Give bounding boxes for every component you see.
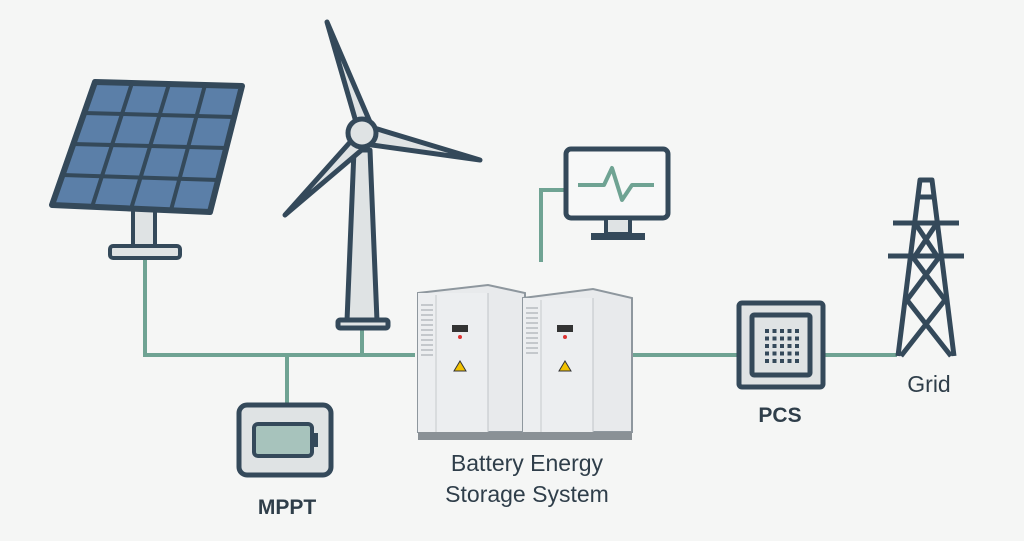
pcs-dot [765,329,769,333]
pcs-dot [787,336,792,341]
pcs-dot [765,344,769,348]
grid-label: Grid [907,371,950,397]
pcs-device-icon [736,300,826,390]
mppt-label: MPPT [258,496,317,519]
transmission-tower-icon [888,177,964,358]
wind-turbine-icon [282,19,483,331]
pcs-dot [772,351,777,356]
mppt-device-icon [236,402,334,478]
pcs-dot [772,344,777,348]
pcs-dot [780,329,784,333]
pcs-dot [765,351,769,356]
pcs-dot [787,329,792,333]
pcs-label: PCS [758,404,801,427]
pcs-dot [795,359,799,363]
pcs-dot [765,336,769,341]
pcs-dot [795,344,799,348]
pcs-dot [772,359,777,363]
pcs-dot [780,344,784,348]
pcs-dot [772,329,777,333]
pcs-dot [780,351,784,356]
pcs-dot [795,336,799,341]
pcs-dot [787,359,792,363]
pcs-dot [765,359,769,363]
pcs-dot [795,351,799,356]
bess-label-line1: Battery Energy [451,450,604,476]
pcs-dot [787,344,792,348]
pcs-dot [795,329,799,333]
pcs-dot [780,336,784,341]
pcs-dot [772,336,777,341]
battery-cabinet-1 [417,283,526,440]
connection-lines [143,188,897,405]
bess-label-line2: Storage System [445,481,609,507]
monitor-line [539,188,566,262]
pcs-dot [780,359,784,363]
battery-cabinet-2 [522,287,633,440]
solar-bus-line [143,258,415,357]
solar-panel-icon [49,79,245,260]
pcs-dot [787,351,792,356]
monitor-icon [563,146,671,240]
